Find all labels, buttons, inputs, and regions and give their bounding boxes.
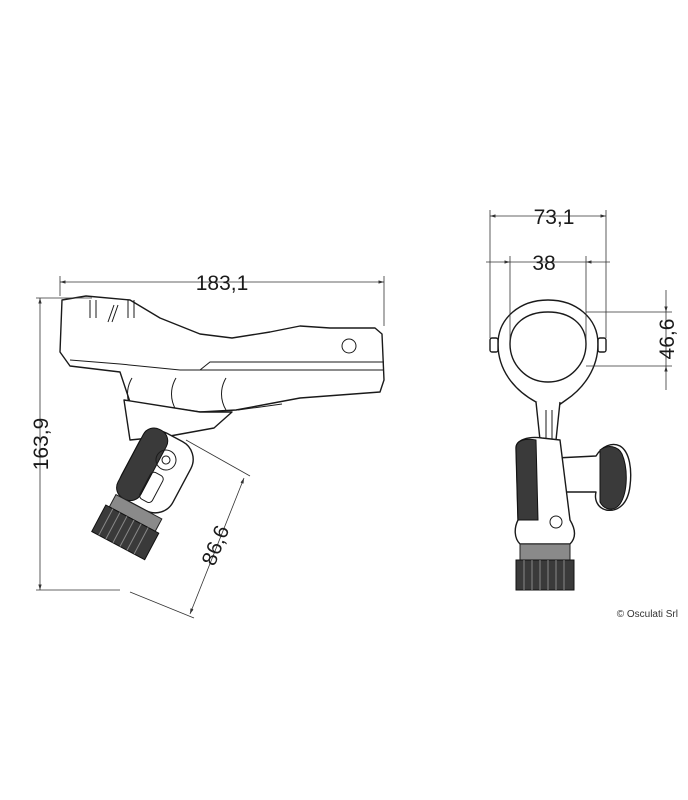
front-view: 73,1 38 46,6 [486,206,679,591]
dim-total-width-label: 73,1 [534,206,575,229]
dim-ring-height-label: 46,6 [656,319,679,360]
side-view: 183,1 163,9 86,6 [30,272,385,619]
swivel-assembly [91,427,194,561]
dim-height-label: 163,9 [30,418,53,471]
dim-length-label: 183,1 [196,272,249,295]
rod-tube-body [59,295,385,413]
ring-inner [509,311,587,383]
dim-diagonal-label: 86,6 [198,522,235,569]
copyright-credit: © Osculati Srl [616,609,678,620]
dim-inner-width-label: 38 [532,252,555,275]
